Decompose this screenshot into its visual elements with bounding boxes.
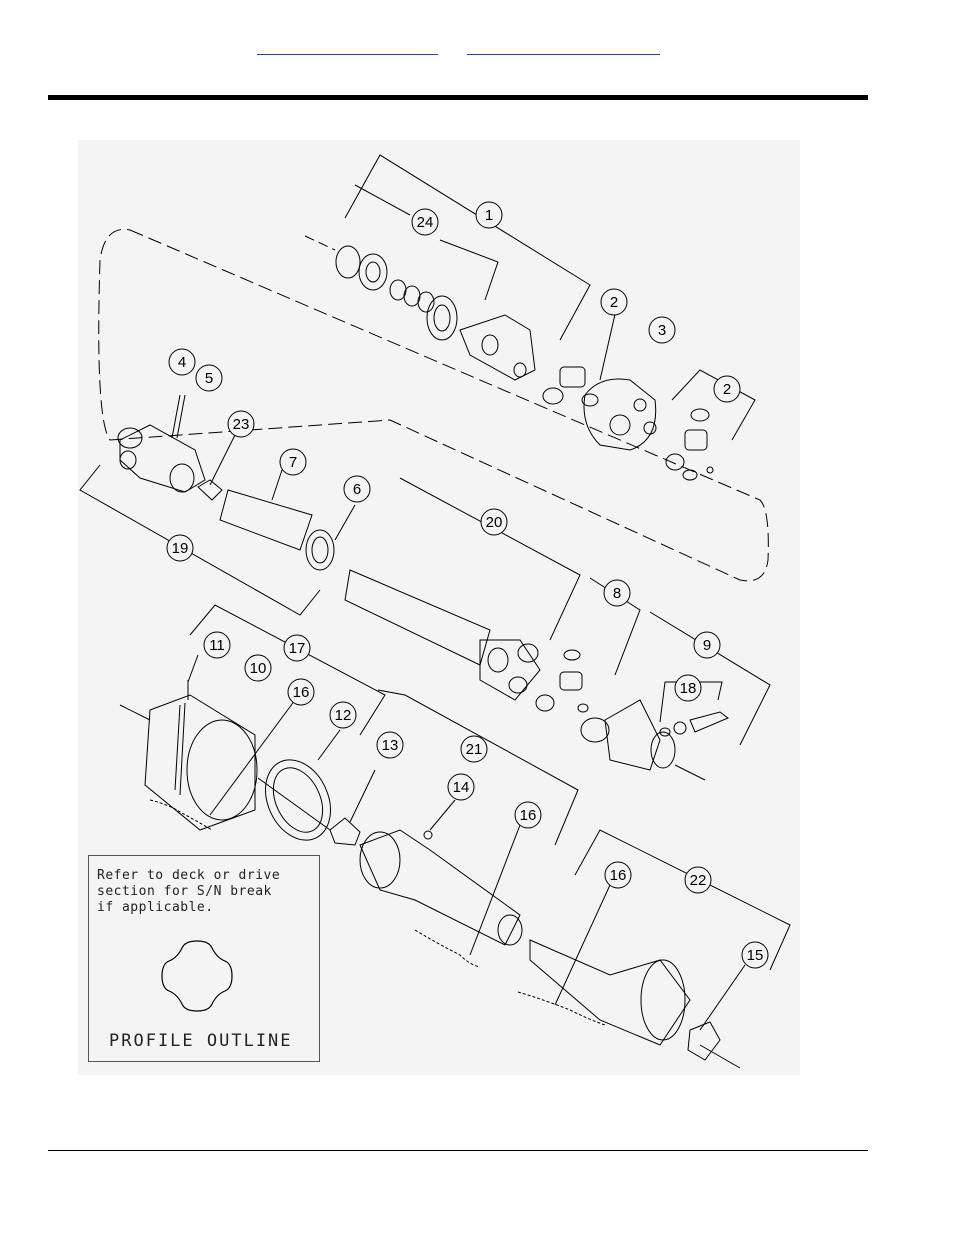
callout-label: 19 [172,540,189,557]
callout-circle [376,731,404,759]
callout-label: 20 [486,514,503,531]
callout-label: 1 [485,207,493,224]
callout-label: 3 [658,322,666,339]
callout-label: 23 [233,416,250,433]
bracket-24 [354,184,499,301]
callout-circle [195,364,223,392]
part-23 [197,479,223,501]
ring-part [335,245,361,279]
assembly-dash-outline [98,228,769,582]
callout-label: 4 [178,354,186,371]
callout-circle [279,448,307,476]
cross-part [559,366,586,388]
callout-label: 2 [723,381,731,398]
callout-label: 18 [680,680,697,697]
callout-label: 8 [613,585,621,602]
callout-circle [166,534,194,562]
bracket-20 [399,477,581,641]
bracket-9 [649,611,771,746]
bracket-2a [599,309,617,381]
callout-circle [514,801,542,829]
tube-21 [359,829,521,946]
callout-circle [480,508,508,536]
callout-label: 7 [289,454,297,471]
bracket-21 [377,689,579,846]
callout-label: 22 [690,872,707,889]
callout-label: 16 [293,684,310,701]
clip-13 [329,817,361,846]
callout-label: 9 [703,637,711,654]
ring-12 [265,759,331,841]
callout-circle [343,475,371,503]
ring-part [358,253,388,291]
header-link-2[interactable] [467,38,660,55]
callout-label: 17 [289,640,306,657]
coupling-part [583,378,657,451]
callout-circle [475,201,503,229]
callout-label: 10 [250,660,267,677]
callout-circle [244,654,272,682]
pin-5 [171,394,181,439]
callout-circle [648,316,676,344]
tube-22 [529,939,691,1046]
chain-16c [517,991,606,1026]
ring-part [417,291,435,313]
driveline-drawing: 1242324523762019891811171016121321141616… [79,154,791,1069]
callout-circle [674,674,702,702]
profile-caption: PROFILE OUTLINE [109,1031,293,1051]
profile-outline-shape [161,940,233,1012]
bracket-2b [671,369,756,441]
callout-label: 15 [747,947,764,964]
callout-circle [227,410,255,438]
callout-label: 11 [209,637,225,654]
yoke-part [459,314,536,381]
bracket-19 [79,464,321,616]
callout-label: 13 [382,737,399,754]
callout-label: 24 [417,214,434,231]
shaft-20 [344,569,491,666]
callout-label: 21 [466,741,483,758]
callout-circle [283,634,311,662]
chain-16b [414,929,481,968]
callout-circle [203,631,231,659]
callout-circle [447,773,475,801]
ring-part [433,304,451,332]
profile-note-box: Refer to deck or drive section for S/N b… [88,855,320,1062]
note-text: Refer to deck or drive section for S/N b… [97,868,281,915]
ring-part [365,261,381,283]
bracket-1 [344,154,591,341]
callout-circle [168,348,196,376]
clip-15 [687,1021,721,1061]
header-link-1[interactable] [257,38,438,55]
bearing-6 [305,529,335,571]
callout-circle [287,678,315,706]
callout-circle [603,579,631,607]
tube-7 [219,489,313,551]
callout-label: 16 [610,867,627,884]
callout-label: 2 [610,294,618,311]
callout-label: 12 [335,707,352,724]
callout-circle [600,288,628,316]
callout-label: 5 [205,370,213,387]
callout-label: 6 [353,481,361,498]
callout-circle [460,735,488,763]
callout-circle [684,866,712,894]
chain-16a [149,799,213,831]
yoke-4 [119,424,206,493]
header-rule [48,95,868,100]
callout-circle [713,375,741,403]
callout-label: 16 [520,807,537,824]
callout-circle [411,208,439,236]
ring-part [426,295,458,341]
guard-10 [144,694,256,831]
footer-rule [48,1150,868,1151]
callout-circle [604,861,632,889]
callout-circle [329,701,357,729]
callout-circle [693,631,721,659]
callout-label: 14 [453,779,470,796]
callout-circle [741,941,769,969]
